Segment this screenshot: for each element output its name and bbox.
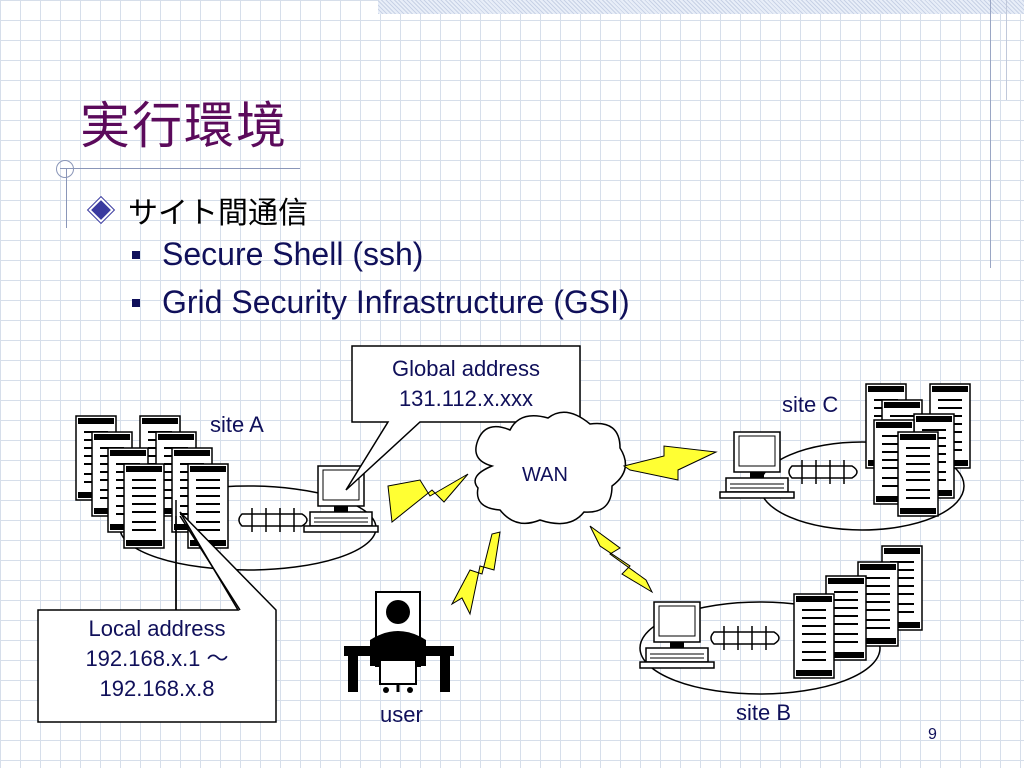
subbullet-text: Secure Shell (ssh) bbox=[162, 236, 424, 272]
square-bullet-icon bbox=[132, 250, 140, 259]
global-address-value: 131.112.x.xxx bbox=[398, 386, 534, 411]
site-a-hub-icon bbox=[238, 507, 308, 533]
global-address-text: Global address 131.112.x.xxx bbox=[352, 354, 580, 414]
lightning-icon bbox=[387, 473, 469, 523]
site-a-pc-icon bbox=[303, 465, 379, 533]
site-b-network-ring bbox=[639, 601, 881, 695]
site-b-label: site B bbox=[736, 700, 792, 725]
page-number: 9 bbox=[928, 726, 937, 743]
lightning-icon bbox=[589, 525, 654, 594]
title-ornament bbox=[56, 160, 74, 178]
title-underline bbox=[60, 168, 300, 169]
decor-line bbox=[990, 0, 991, 268]
site-a-servers bbox=[75, 415, 229, 549]
square-bullet-icon bbox=[132, 298, 140, 307]
local-address-title: Local address bbox=[88, 616, 226, 641]
site-c-hub-icon bbox=[788, 459, 858, 485]
site-b-servers bbox=[793, 545, 923, 679]
slide-title: 実行環境 bbox=[80, 97, 288, 155]
header-band bbox=[378, 0, 1024, 14]
user-label: user bbox=[380, 702, 423, 727]
lightning-icon bbox=[622, 445, 718, 481]
wan-label: WAN bbox=[522, 464, 568, 486]
site-c-label: site C bbox=[782, 392, 839, 417]
local-address-range-end: 192.168.x.8 bbox=[99, 676, 215, 701]
lightning-icon bbox=[450, 531, 501, 616]
site-c-pc-icon bbox=[719, 431, 795, 499]
bullet-item: サイト間通信 bbox=[84, 188, 308, 232]
decor-line bbox=[1006, 0, 1007, 100]
wan-cloud-icon bbox=[474, 411, 627, 525]
global-address-title: Global address bbox=[392, 356, 540, 381]
site-b-pc-icon bbox=[639, 601, 715, 669]
global-address-callout bbox=[345, 345, 581, 491]
subbullet-text: Grid Security Infrastructure (GSI) bbox=[162, 284, 630, 320]
local-address-text: Local address 192.168.x.1 ～ 192.168.x.8 bbox=[38, 614, 276, 704]
title-ornament-line bbox=[66, 168, 67, 228]
local-address-range-start: 192.168.x.1 ～ bbox=[85, 646, 229, 671]
bullet-text: サイト間通信 bbox=[128, 196, 308, 231]
site-a-label: site A bbox=[210, 412, 264, 437]
subbullet-item: Secure Shell (ssh) bbox=[132, 236, 423, 273]
site-b-hub-icon bbox=[710, 625, 780, 651]
user-workstation-icon bbox=[344, 591, 454, 693]
subbullet-item: Grid Security Infrastructure (GSI) bbox=[132, 284, 630, 321]
site-c-servers bbox=[865, 383, 971, 517]
